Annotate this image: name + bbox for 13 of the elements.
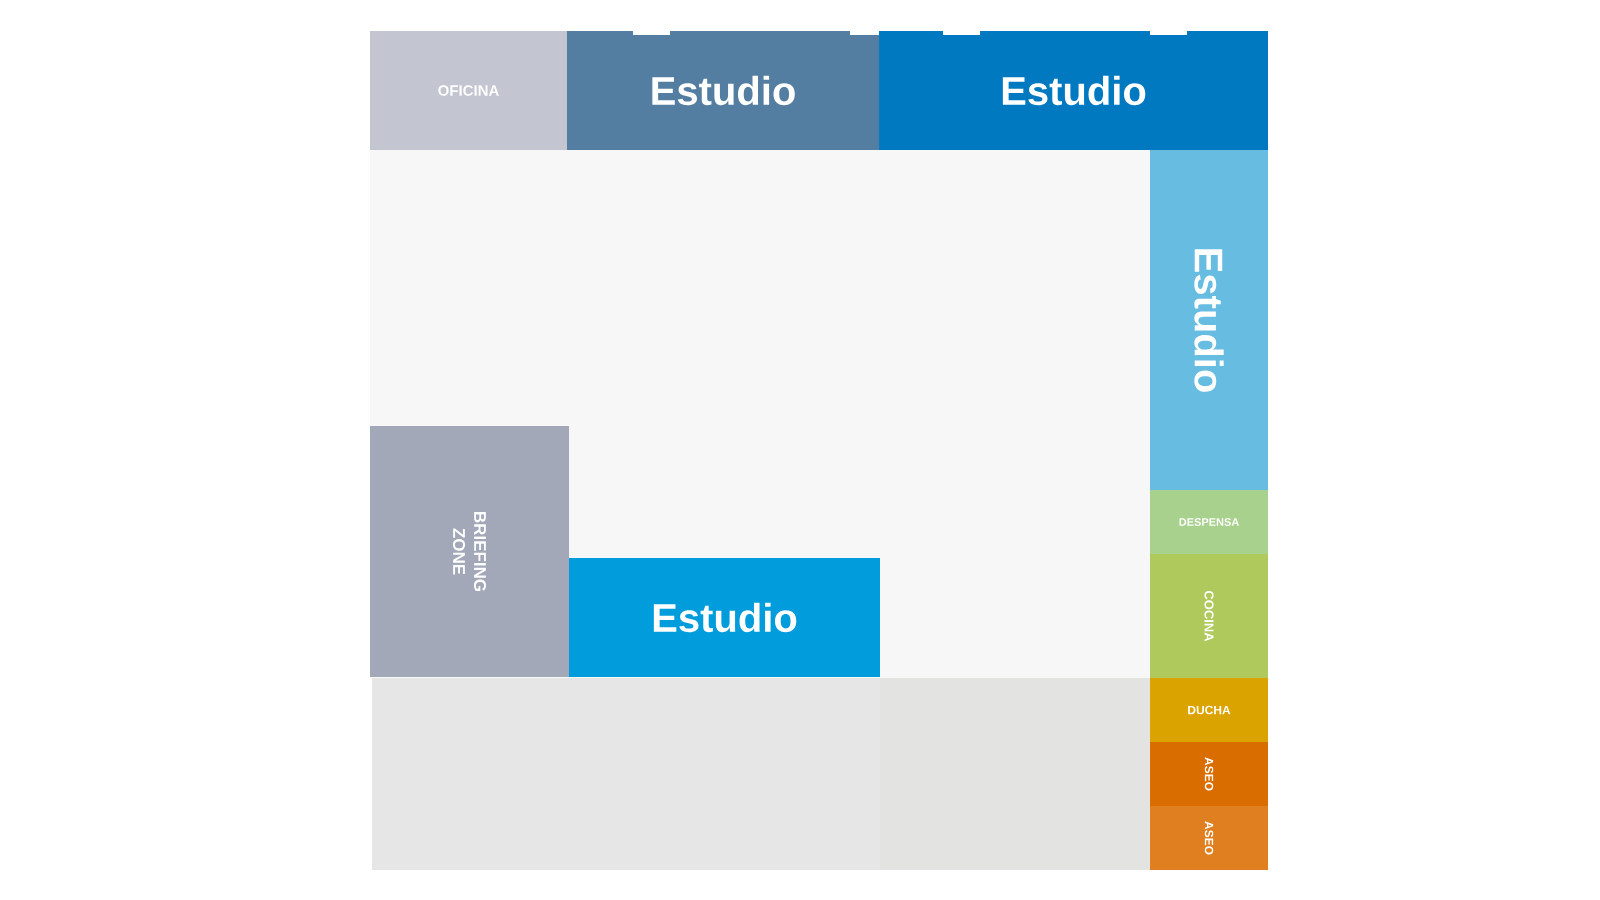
room-box: COCINA bbox=[1150, 554, 1268, 678]
room-box: OFICINA bbox=[370, 31, 567, 150]
room-box: Estudio bbox=[569, 558, 880, 677]
room-box: ASEO bbox=[1150, 806, 1268, 870]
room-box: DESPENSA bbox=[1150, 490, 1268, 554]
room-box: Estudio bbox=[1150, 150, 1268, 490]
room-box: ASEO bbox=[1150, 742, 1268, 806]
floor-area bbox=[372, 678, 880, 870]
room-box: Estudio bbox=[567, 31, 879, 150]
room-box: DUCHA bbox=[1150, 678, 1268, 742]
room-box: Estudio bbox=[879, 31, 1268, 150]
room-box: BRIEFING ZONE bbox=[370, 426, 569, 677]
floor-area bbox=[880, 678, 1150, 870]
